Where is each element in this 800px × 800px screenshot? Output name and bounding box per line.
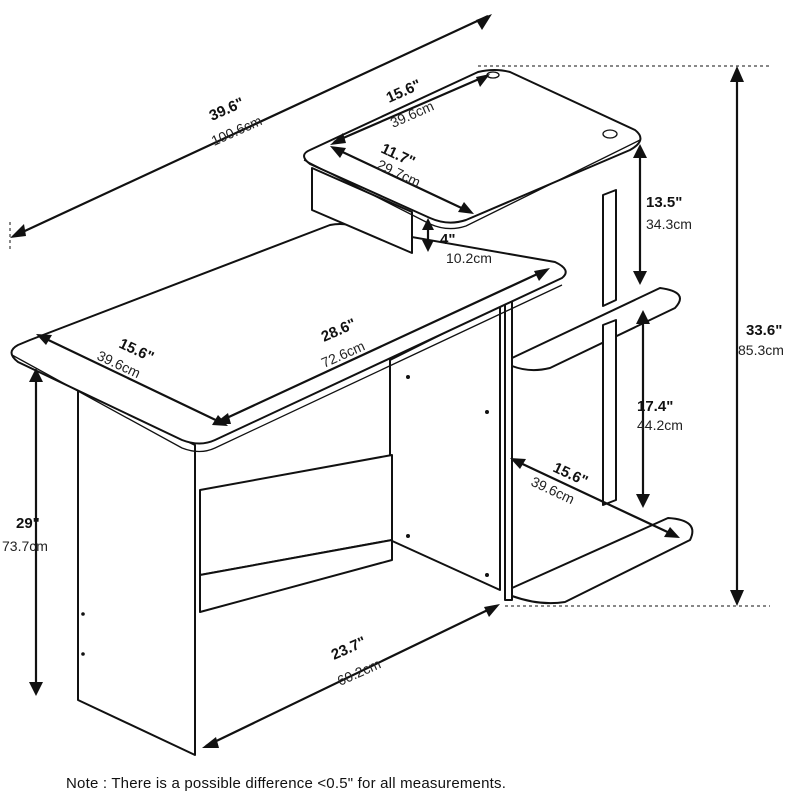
arrow-head [476, 74, 490, 87]
arrow-head [730, 66, 744, 82]
arrow-head [458, 202, 474, 214]
arrow-head [633, 271, 647, 285]
label-knee-width-in: 23.7" [329, 633, 369, 663]
desk-left-panel [77, 387, 196, 756]
middle-shelf [511, 287, 681, 372]
label-middle-shelf-clearance-in: 17.4" [637, 398, 673, 415]
arrow-head [534, 268, 550, 281]
arrow-head [214, 413, 231, 424]
label-top-shelf-clearance-in: 13.5" [646, 194, 682, 211]
hole-dot [406, 534, 410, 538]
arrow-head [484, 604, 500, 617]
hole-dot [81, 612, 85, 616]
arrow-desk-width [217, 269, 547, 423]
arrow-head [29, 368, 43, 382]
arrow-head [730, 590, 744, 606]
hole-dot [485, 573, 489, 577]
grommet-hole [602, 129, 618, 139]
label-total-height-cm: 85.3cm [738, 342, 784, 358]
label-top-shelf-clearance-cm: 34.3cm [646, 216, 692, 232]
metal-pole-lower [602, 319, 617, 506]
arrow-head [633, 144, 647, 158]
guide-lines [9, 65, 770, 607]
arrow-head [202, 737, 219, 748]
arrow-head [36, 334, 52, 345]
arrow-head [476, 14, 492, 30]
arrow-head [510, 458, 526, 469]
arrow-head [29, 682, 43, 696]
bottom-shelf [511, 517, 694, 605]
arrow-head [664, 527, 680, 538]
arrow-head [422, 218, 434, 230]
arrow-top-shelf-width [333, 147, 471, 213]
label-desk-height-cm: 73.7cm [2, 538, 48, 554]
label-riser-height-cm: 10.2cm [446, 250, 492, 266]
arrow-bottom-shelf-depth [513, 459, 677, 537]
label-middle-shelf-clearance-cm: 44.2cm [637, 417, 683, 433]
arrow-head [422, 240, 434, 252]
arrow-overall-width [13, 15, 489, 237]
hole-dot [485, 410, 489, 414]
measurement-note: Note : There is a possible difference <0… [66, 775, 506, 792]
arrow-desk-depth [39, 335, 225, 425]
dimension-arrows [10, 14, 744, 748]
arrow-head [10, 224, 26, 238]
arrow-knee-width [205, 605, 497, 747]
desk-top-edge [11, 284, 563, 453]
hole-dot [406, 375, 410, 379]
right-side-panel [504, 299, 513, 601]
arrow-head [330, 146, 346, 158]
label-desk-height-in: 29" [16, 515, 40, 532]
arrow-head [330, 133, 346, 145]
arrow-head [636, 494, 650, 508]
label-riser-height-in: 4" [440, 231, 455, 248]
hole-dot [81, 652, 85, 656]
drawer-front-lower [199, 539, 393, 613]
metal-pole [602, 189, 617, 307]
label-total-height-in: 33.6" [746, 322, 782, 339]
arrow-head [636, 310, 650, 324]
arrow-top-shelf-depth [333, 74, 487, 144]
